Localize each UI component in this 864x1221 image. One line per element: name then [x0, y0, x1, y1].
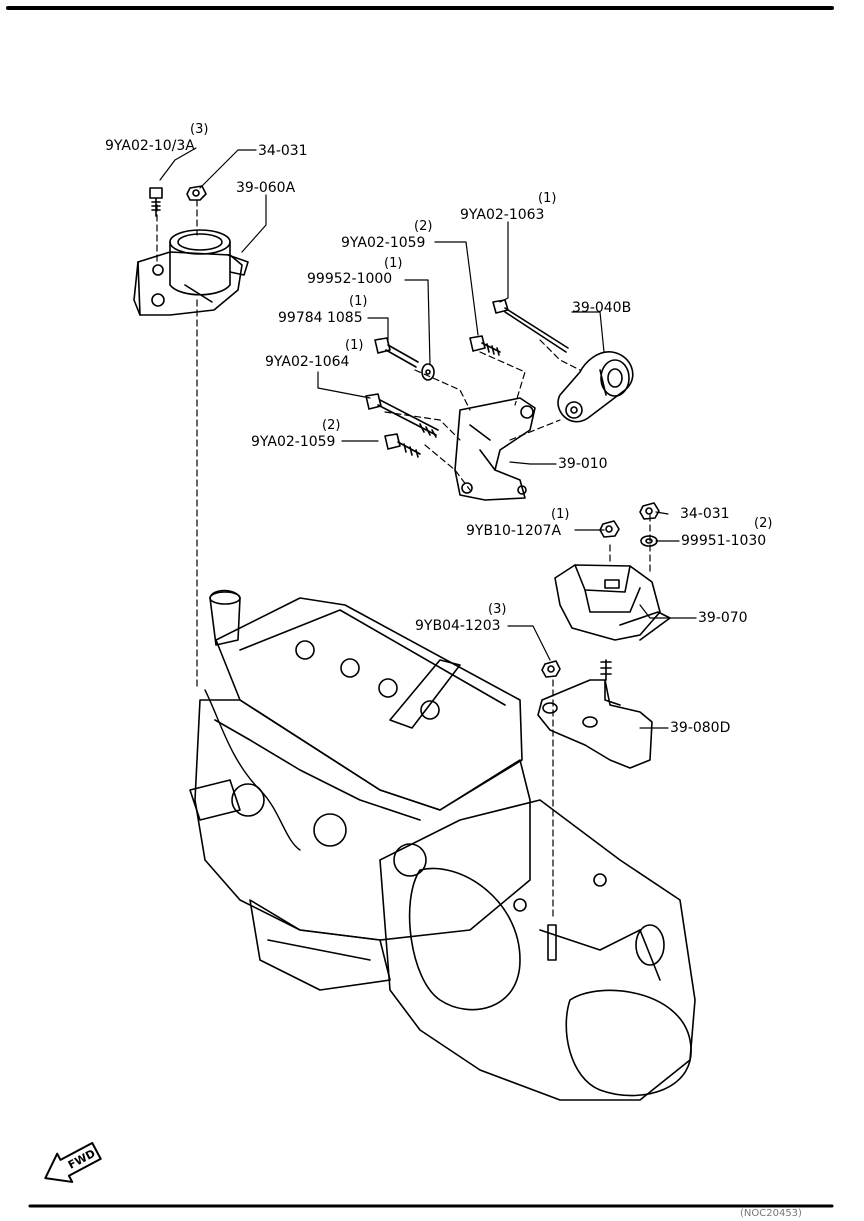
qty-9YA02-1059-upper: (2)	[414, 219, 433, 234]
transmission-mount-39-070-icon	[554, 564, 671, 641]
engine-assembly-icon	[189, 589, 531, 991]
part-label-39-060A: 39-060A	[236, 180, 296, 196]
qty-9YA02-10-3A: (3)	[190, 122, 209, 137]
part-label-39-080D: 39-080D	[670, 720, 731, 736]
qty-9YA02-1059-lower: (2)	[322, 418, 341, 433]
part-label-9YB04-1203: 9YB04-1203	[415, 618, 501, 634]
transmission-icon	[379, 799, 696, 1101]
qty-9YB10-1207A: (1)	[551, 507, 570, 522]
leader-lines	[159, 147, 697, 729]
bolt-9YA02-10-3A-icon	[149, 187, 163, 217]
part-label-9YA02-10-3A: 9YA02-10/3A	[105, 138, 195, 154]
nut-9YB10-1207A-icon	[599, 520, 620, 538]
qty-99784-1085: (1)	[349, 294, 368, 309]
nut-34-031-right-icon	[639, 502, 660, 520]
nut-9YB04-1203-icon	[541, 660, 561, 678]
qty-9YA02-1064: (1)	[345, 338, 364, 353]
washer-99951-1030-icon	[640, 535, 658, 547]
qty-99951-1030: (2)	[754, 516, 773, 531]
engine-mount-39-060A-icon	[133, 229, 249, 316]
part-label-39-070: 39-070	[698, 610, 748, 626]
washer-99952-1000-icon	[421, 363, 435, 381]
bracket-39-080D-icon	[537, 659, 653, 769]
part-label-99952-1000: 99952-1000	[307, 271, 393, 287]
bolt-9YA02-1059-lower-icon	[384, 433, 421, 458]
bolt-9YA02-1063-icon	[492, 299, 569, 353]
part-label-9YA02-1064: 9YA02-1064	[265, 354, 350, 370]
torque-rod-39-040B-icon	[557, 351, 634, 423]
bolt-99784-1085-icon	[374, 337, 419, 368]
qty-9YB04-1203: (3)	[488, 602, 507, 617]
part-label-9YA02-1063: 9YA02-1063	[460, 207, 545, 223]
fwd-direction-icon: FWD	[44, 1141, 102, 1183]
part-label-9YB10-1207A: 9YB10-1207A	[466, 523, 562, 539]
footer-code: (NOC20453)	[740, 1208, 802, 1219]
part-label-99951-1030: 99951-1030	[681, 533, 767, 549]
qty-9YA02-1063: (1)	[538, 191, 557, 206]
part-label-9YA02-1059-upper: 9YA02-1059	[341, 235, 426, 251]
part-label-9YA02-1059-lower: 9YA02-1059	[251, 434, 336, 450]
bolt-9YA02-1064-icon	[365, 393, 439, 438]
part-label-99784-1085: 99784 1085	[278, 310, 363, 326]
part-label-39-010: 39-010	[558, 456, 608, 472]
part-label-34-031-top: 34-031	[258, 143, 308, 159]
bolt-9YA02-1059-upper-icon	[469, 335, 501, 356]
part-label-34-031-right: 34-031	[680, 506, 730, 522]
part-label-39-040B: 39-040B	[572, 300, 632, 316]
bracket-39-010-icon	[454, 397, 536, 501]
qty-99952-1000: (1)	[384, 256, 403, 271]
nut-34-031-top-icon	[186, 185, 207, 201]
